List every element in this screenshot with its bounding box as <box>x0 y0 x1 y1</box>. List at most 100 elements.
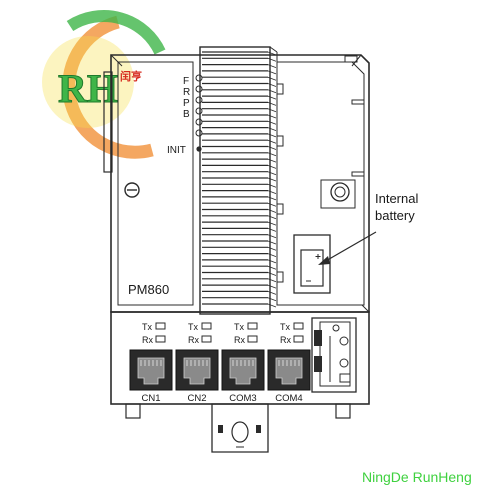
right-foot <box>335 403 351 419</box>
housing-outline <box>110 54 370 313</box>
heatsink-fins <box>202 51 277 308</box>
heatsink-fin-edge <box>267 297 277 302</box>
heatsink-fin-edge <box>267 291 277 295</box>
port-name-label: CN1 <box>141 393 160 404</box>
heatsink-fin-edge <box>267 303 277 308</box>
led-r-icon <box>195 85 203 93</box>
heatsink <box>199 46 284 315</box>
left-panel <box>117 61 194 306</box>
battery-callout-line1: Internal <box>375 191 418 206</box>
led-p-icon <box>195 96 203 104</box>
port-tx-label: Tx <box>188 322 198 332</box>
battery-callout-line2: battery <box>375 208 415 223</box>
heatsink-fin-edge <box>267 284 277 289</box>
rx-led-icon <box>201 335 212 343</box>
port-tx-label: Tx <box>142 322 152 332</box>
heatsink-fin-edge <box>267 196 277 201</box>
logo-orange-arc <box>62 15 154 159</box>
logo-green-arc <box>66 10 166 55</box>
heatsink-fin-edge <box>267 120 277 125</box>
terminal-connector <box>311 317 357 393</box>
module-housing <box>103 54 377 313</box>
heatsink-fin-edge <box>267 102 277 106</box>
left-clip <box>103 71 113 173</box>
heatsink-fin-edge <box>267 133 277 138</box>
heatsink-fin-edge <box>267 64 277 68</box>
port-name-label: COM4 <box>275 393 302 404</box>
screw-icon <box>124 182 140 198</box>
din-latch <box>211 403 269 453</box>
left-foot <box>125 403 141 419</box>
heatsink-fin-edge <box>267 57 277 62</box>
led-extra-icon <box>195 118 203 126</box>
led-f-icon <box>195 74 203 82</box>
heatsink-fin-edge <box>267 259 277 264</box>
heatsink-fin-edge <box>267 202 277 207</box>
led-label-f: F <box>183 76 189 87</box>
heatsink-fin-edge <box>267 278 277 283</box>
led-label-b: B <box>183 109 190 120</box>
battery-callout-arrow <box>318 231 377 265</box>
heatsink-fin-edge <box>267 177 277 182</box>
led-b-icon <box>195 107 203 115</box>
rj45-opening-icon <box>275 357 303 385</box>
status-leds: F R P B INIT <box>167 74 203 156</box>
led-label-p: P <box>183 98 190 109</box>
port-rx-label: Rx <box>142 335 153 345</box>
heatsink-fin-edge <box>267 253 277 257</box>
heatsink-fin-edge <box>267 272 277 276</box>
heatsink-fin-edge <box>267 76 277 81</box>
heatsink-fin-edge <box>267 158 277 163</box>
rx-led-icon <box>155 335 166 343</box>
watermark-text: NingDe RunHeng <box>362 469 472 485</box>
port-tx-label: Tx <box>234 322 244 332</box>
heatsink-frame <box>199 46 271 315</box>
heatsink-fin-edge <box>267 152 277 157</box>
heatsink-fin-edge <box>267 146 277 150</box>
tx-led-icon <box>201 322 212 330</box>
port-name-label: CN2 <box>187 393 206 404</box>
battery-cover-knob-icon <box>320 179 356 209</box>
led-extra2-icon <box>195 129 203 137</box>
heatsink-fin-edge <box>267 83 277 87</box>
heatsink-fin-edge <box>267 265 277 270</box>
heatsink-fin-edge <box>267 221 277 226</box>
logo-tagline: 闰亨 <box>120 69 142 83</box>
port-tx-label: Tx <box>280 322 290 332</box>
heatsink-fin-edge <box>267 240 277 245</box>
heatsink-fin-edge <box>267 108 277 113</box>
heatsink-fin-edge <box>267 165 277 169</box>
heatsink-fin-edge <box>267 215 277 220</box>
tx-led-icon <box>155 322 166 330</box>
heatsink-fin-edge <box>267 127 277 131</box>
rj45-opening-icon <box>229 357 257 385</box>
heatsink-fin-edge <box>267 209 277 213</box>
port-rx-label: Rx <box>188 335 199 345</box>
heatsink-fin-edge <box>267 228 277 232</box>
heatsink-fin-edge <box>267 95 277 100</box>
logo-monogram: RH <box>58 66 118 111</box>
rj45-opening-icon <box>137 357 165 385</box>
heatsink-fin-edge <box>267 51 277 56</box>
heatsink-fin-edge <box>267 114 277 119</box>
rj45-opening-icon <box>183 357 211 385</box>
heatsink-fin-edge <box>267 171 277 176</box>
heatsink-fin-edge <box>267 190 277 194</box>
port-name-label: COM3 <box>229 393 256 404</box>
heatsink-fin-edge <box>267 234 277 239</box>
heatsink-fin-edge <box>267 183 277 188</box>
heatsink-fin-edge <box>267 70 277 75</box>
port-rx-label: Rx <box>234 335 245 345</box>
port-rx-label: Rx <box>280 335 291 345</box>
rx-led-icon <box>247 335 258 343</box>
init-button-icon <box>196 146 202 152</box>
model-label: PM860 <box>128 282 169 297</box>
